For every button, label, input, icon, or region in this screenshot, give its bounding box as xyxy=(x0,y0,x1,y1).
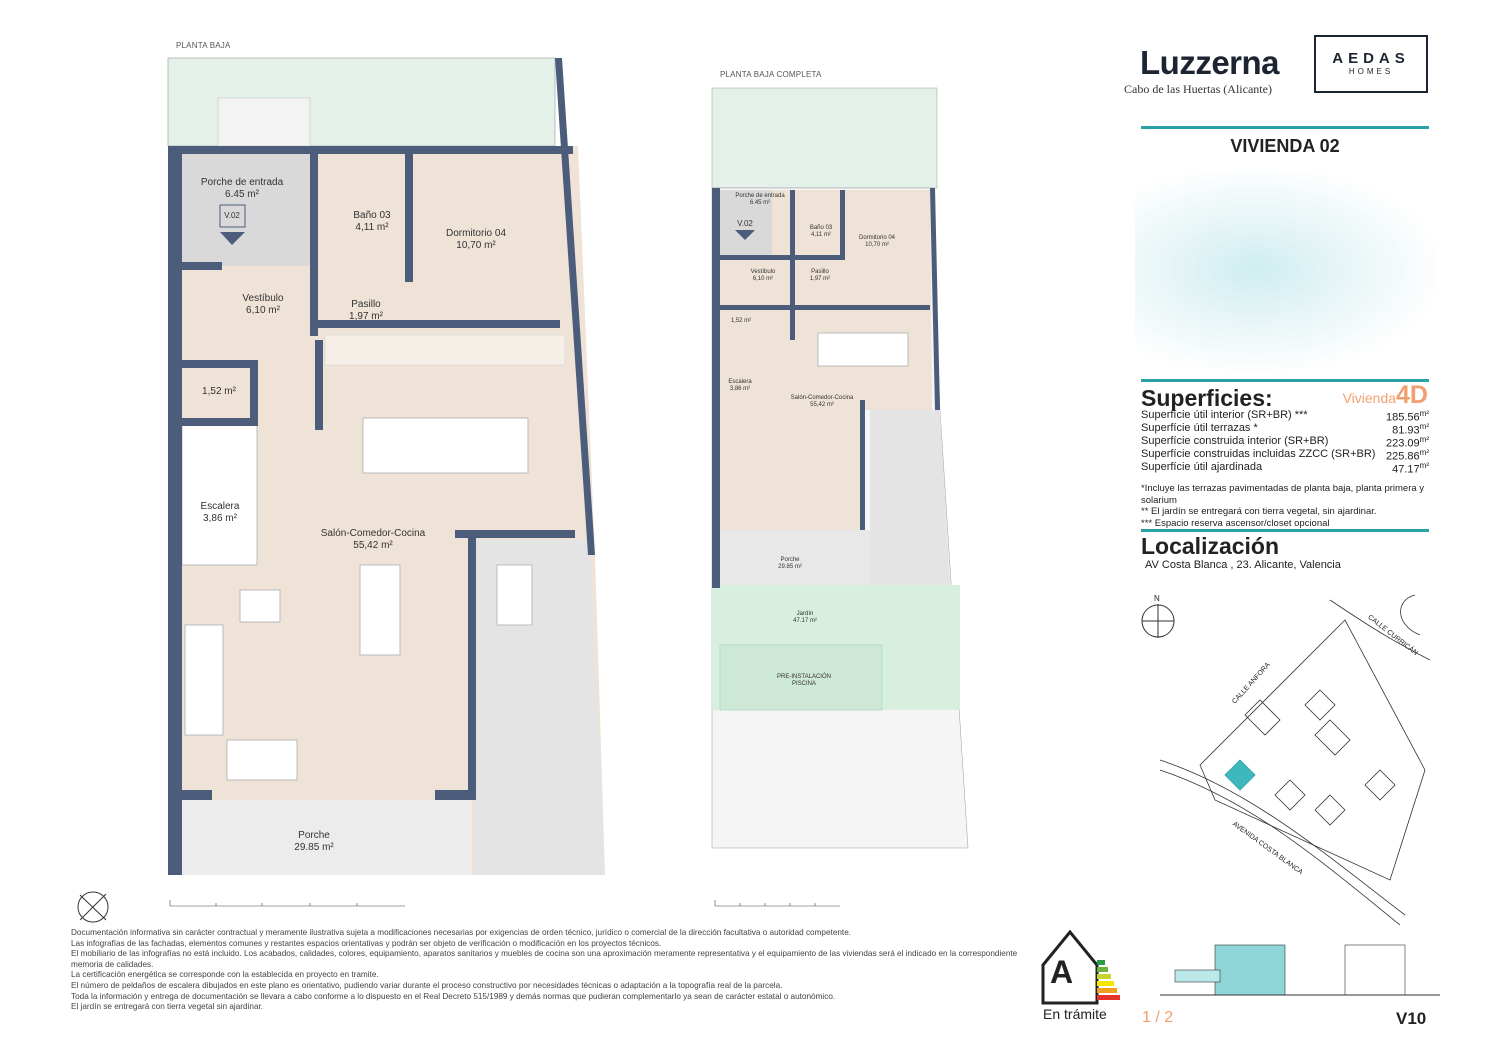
surface-label: Superfície útil interior (SR+BR) *** xyxy=(1141,409,1308,421)
divider xyxy=(1141,379,1429,382)
surface-row: Superfície construidas incluidas ZZCC (S… xyxy=(1141,448,1429,463)
surface-label: Superfície útil terrazas * xyxy=(1141,422,1258,434)
surface-row: Superfície útil terrazas * 81.93m² xyxy=(1141,422,1429,437)
surface-label: Superfície construidas incluidas ZZCC (S… xyxy=(1141,448,1376,460)
map-north-compass xyxy=(1141,604,1175,638)
energy-rating: A xyxy=(1050,954,1074,990)
brand-title: Luzzerna xyxy=(1140,44,1280,81)
address: AV Costa Blanca , 23. Alicante, Valencia xyxy=(1145,559,1341,571)
plan-title: PLANTA BAJA COMPLETA xyxy=(720,70,822,79)
energy-status: En trámite xyxy=(1043,1006,1107,1022)
main-plan xyxy=(167,57,605,875)
unit-tag: V.02 xyxy=(224,211,240,220)
surface-value: 81.93m² xyxy=(1392,422,1429,437)
surface-notes: *Incluye las terrazas pavimentadas de pl… xyxy=(1141,483,1425,529)
energy-label-icon xyxy=(1041,929,1120,1005)
north-compass-plan xyxy=(77,891,109,923)
building-render xyxy=(1135,170,1435,370)
north-label: N xyxy=(1154,594,1160,603)
divider xyxy=(1141,126,1429,129)
disclaimer: Documentación informativa sin carácter c… xyxy=(71,928,1018,1012)
surface-value: 185.56m² xyxy=(1386,409,1429,424)
room-label: 1,52 m² xyxy=(202,386,236,397)
facade-elevations xyxy=(1160,944,1440,996)
brand-subtitle: Cabo de las Huertas (Alicante) xyxy=(1124,82,1272,96)
surface-label: Superfície útil ajardinada xyxy=(1141,461,1263,473)
surface-value: 47.17m² xyxy=(1392,461,1429,476)
surface-row: Superfície construida interior (SR+BR) 22… xyxy=(1141,435,1429,450)
surface-row: Superfície útil ajardinada 47.17m² xyxy=(1141,461,1429,476)
plan-title: PLANTA BAJA xyxy=(176,41,231,50)
scale-bars xyxy=(169,900,840,907)
surfaces-title: Superficies: xyxy=(1141,385,1273,411)
surface-row: Superfície útil interior (SR+BR) *** 185.… xyxy=(1141,409,1429,424)
surface-value: 223.09m² xyxy=(1386,435,1429,450)
site-map xyxy=(1159,594,1431,926)
surface-label: Superfície construida interior (SR+BR) xyxy=(1141,435,1329,447)
unit-title: VIVIENDA 02 xyxy=(1230,136,1340,156)
unit-tag: V.02 xyxy=(737,219,753,228)
unit-type: Vivienda4D xyxy=(1342,381,1428,409)
location-title: Localización xyxy=(1141,533,1280,559)
full-plan xyxy=(711,87,969,849)
surface-value: 225.86m² xyxy=(1386,448,1429,463)
room-label: 1,52 m² xyxy=(730,318,752,324)
divider xyxy=(1141,529,1429,532)
page-number: 1 / 2 xyxy=(1142,1009,1174,1026)
version: V10 xyxy=(1396,1009,1427,1028)
